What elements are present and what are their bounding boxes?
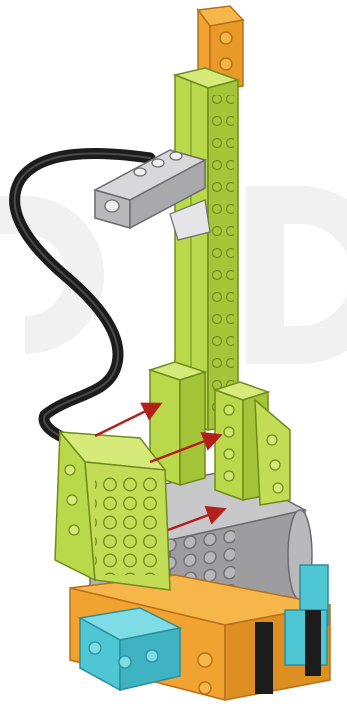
gray-sensor xyxy=(95,150,210,240)
lime-wing-plate xyxy=(55,432,170,590)
arrow-top xyxy=(95,405,158,436)
